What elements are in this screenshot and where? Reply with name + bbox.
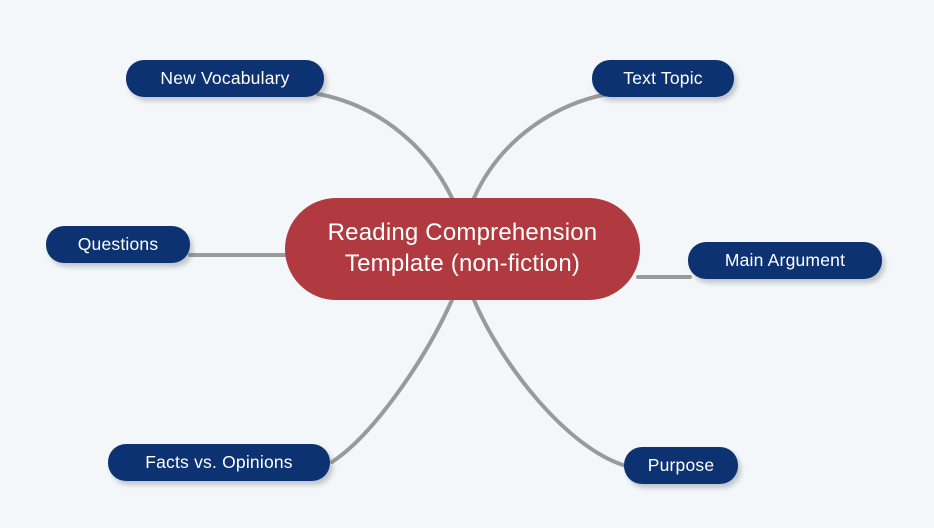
branch-node-text-topic[interactable]: Text Topic <box>592 60 734 97</box>
connector-new-vocabulary <box>316 92 454 200</box>
central-node-line-1: Reading Comprehension <box>327 219 598 247</box>
branch-node-label-main-argument: Main Argument <box>724 250 846 270</box>
branch-node-label-new-vocabulary: New Vocabulary <box>160 68 290 88</box>
branch-node-facts-vs-opinions[interactable]: Facts vs. Opinions <box>108 444 330 481</box>
branch-node-new-vocabulary[interactable]: New Vocabulary <box>126 60 324 97</box>
central-node-reading-comprehension-template[interactable]: Reading Comprehension Template (non-fict… <box>285 198 640 300</box>
branch-node-main-argument[interactable]: Main Argument <box>688 242 882 279</box>
connector-text-topic <box>472 92 610 200</box>
branch-node-label-purpose: Purpose <box>647 455 715 475</box>
branch-node-label-questions: Questions <box>77 234 159 254</box>
central-node-line-2: Template (non-fiction) <box>344 250 581 277</box>
branch-node-questions[interactable]: Questions <box>46 226 190 263</box>
branch-node-label-text-topic: Text Topic <box>623 68 703 88</box>
connector-purpose <box>472 298 628 468</box>
connector-facts-vs-opinions <box>330 298 454 464</box>
central-node-label: Reading Comprehension Template (non-fict… <box>328 218 598 279</box>
branch-node-label-facts-vs-opinions: Facts vs. Opinions <box>145 452 293 472</box>
branch-node-purpose[interactable]: Purpose <box>624 447 738 484</box>
